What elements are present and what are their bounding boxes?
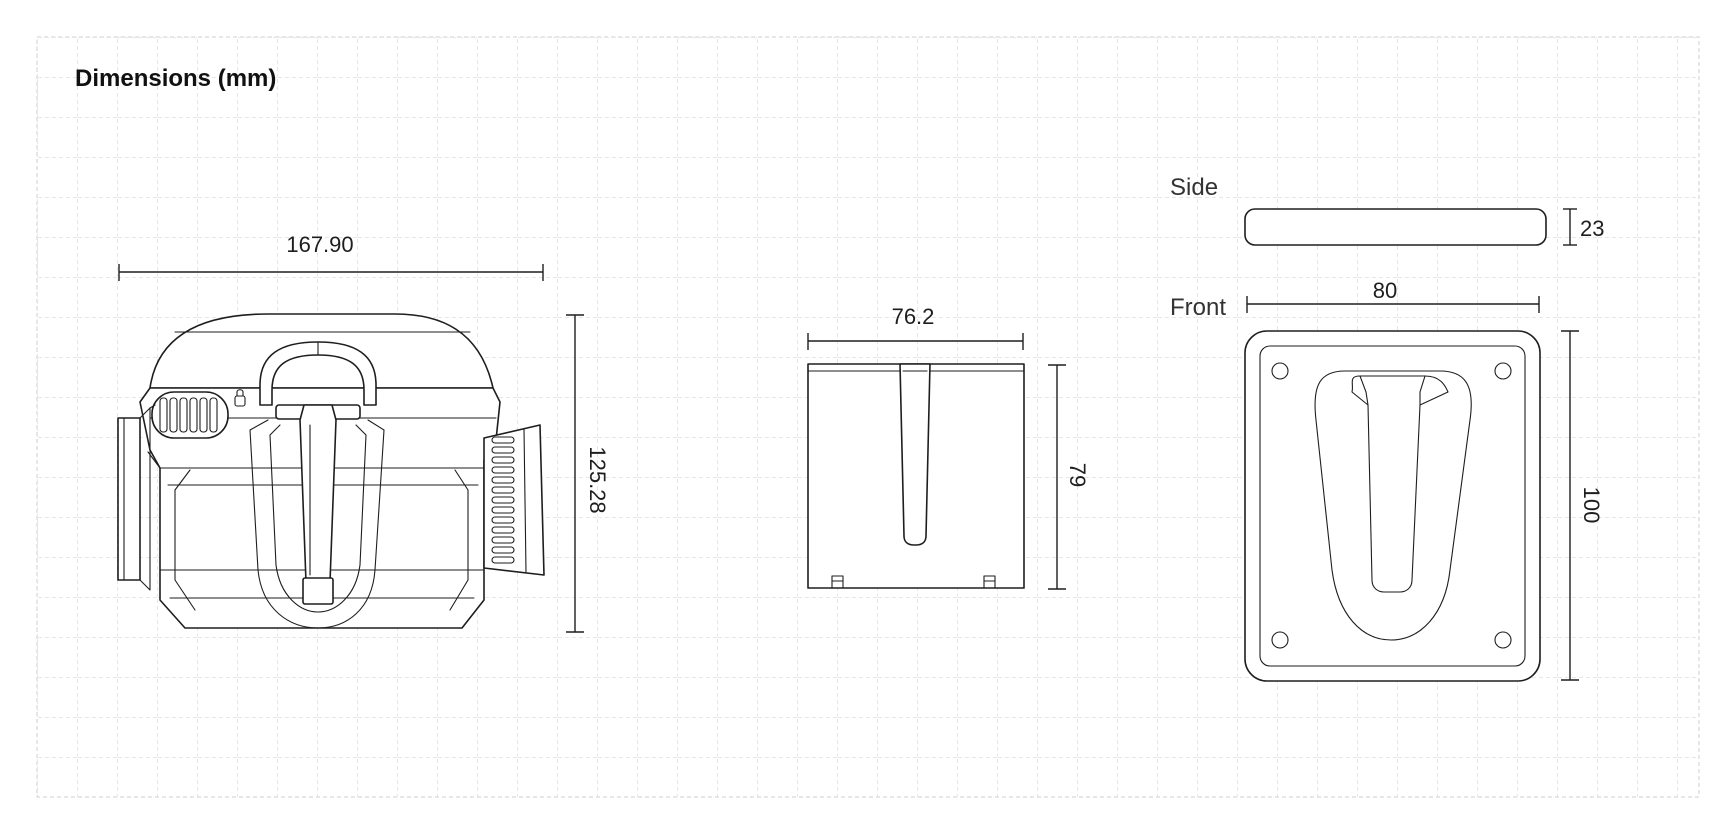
device-height-dimension: 125.28 [566,314,610,633]
mount-height-dimension: 79 [1048,364,1090,590]
mount-view [807,363,1025,589]
lock-icon [234,389,246,407]
plate-thickness-label: 23 [1580,216,1604,241]
device-width-label: 167.90 [286,232,353,257]
plate-thickness-dimension: 23 [1563,208,1604,246]
plate-side-view [1244,208,1547,246]
mount-height-label: 79 [1065,463,1090,487]
device-width-dimension: 167.90 [118,232,544,281]
page-title: Dimensions (mm) [75,65,276,92]
mount-width-dimension: 76.2 [807,304,1024,350]
plate-front-view [1244,330,1541,682]
device-front-view [117,313,545,629]
mount-width-label: 76.2 [892,304,935,329]
plate-width-label: 80 [1373,278,1397,303]
plate-height-label: 100 [1579,487,1604,524]
plate-height-dimension: 100 [1561,330,1604,681]
side-label: Side [1170,174,1218,201]
plate-width-dimension: 80 [1246,278,1540,313]
device-height-label: 125.28 [585,446,610,513]
front-label: Front [1170,294,1226,321]
